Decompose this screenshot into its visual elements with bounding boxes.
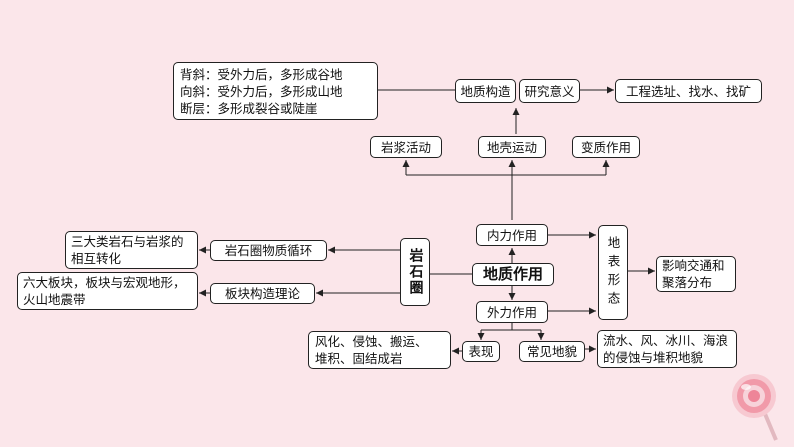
external-force-box: 外力作用 xyxy=(476,301,548,323)
lithosphere-box: 岩石圈 xyxy=(400,238,430,306)
engineering-box: 工程选址、找水、找矿 xyxy=(615,79,762,103)
rock-types-line-1: 三大类岩石与岩浆的 xyxy=(71,234,184,249)
plates-line-1: 六大板块，板块与宏观地形， xyxy=(23,275,186,290)
rock-types-line-2: 相互转化 xyxy=(71,251,122,266)
plate-theory-box: 板块构造理论 xyxy=(210,283,315,304)
rock-cycle-box: 岩石圈物质循环 xyxy=(210,240,327,261)
plates-box: 六大板块，板块与宏观地形， 火山地震带 xyxy=(17,272,198,310)
impact-box: 影响交通和 聚落分布 xyxy=(656,256,736,292)
magma-activity-box: 岩浆活动 xyxy=(370,136,442,158)
fold-note-fault: 断层：多形成裂谷或陡崖 xyxy=(180,100,318,116)
crustal-movement-box: 地壳运动 xyxy=(478,136,546,158)
impact-line-1: 影响交通和 xyxy=(662,258,725,273)
weathering-line-2: 堆积、固结成岩 xyxy=(315,351,403,366)
lollipop-icon xyxy=(732,374,778,441)
plates-line-2: 火山地震带 xyxy=(23,292,86,307)
erosion-line-1: 流水、风、冰川、海浪 xyxy=(603,333,729,348)
metamorphism-box: 变质作用 xyxy=(572,136,640,158)
internal-force-box: 内力作用 xyxy=(476,224,548,246)
common-landforms-box: 常见地貌 xyxy=(519,341,585,362)
research-significance-box: 研究意义 xyxy=(519,79,580,103)
erosion-line-2: 的侵蚀与堆积地貌 xyxy=(603,350,704,365)
fold-note-syncline: 向斜：受外力后，多形成山地 xyxy=(180,83,343,99)
surface-form-box: 地表形态 xyxy=(598,225,628,320)
weathering-line-1: 风化、侵蚀、搬运、 xyxy=(315,334,428,349)
geo-structure-box: 地质构造 xyxy=(455,79,516,103)
surface-form-label: 地表形态 xyxy=(605,235,621,310)
erosion-landforms-box: 流水、风、冰川、海浪 的侵蚀与堆积地貌 xyxy=(597,330,737,368)
fold-note-anticline: 背斜：受外力后，多形成谷地 xyxy=(180,66,343,82)
geologic-action-box: 地质作用 xyxy=(472,263,554,286)
impact-line-2: 聚落分布 xyxy=(662,275,713,290)
expression-box: 表现 xyxy=(462,341,500,362)
lithosphere-label: 岩石圈 xyxy=(407,248,424,296)
weathering-box: 风化、侵蚀、搬运、 堆积、固结成岩 xyxy=(308,331,451,369)
fold-notes-box: 背斜：受外力后，多形成谷地 向斜：受外力后，多形成山地 断层：多形成裂谷或陡崖 xyxy=(173,62,378,120)
rock-types-box: 三大类岩石与岩浆的 相互转化 xyxy=(65,231,198,269)
